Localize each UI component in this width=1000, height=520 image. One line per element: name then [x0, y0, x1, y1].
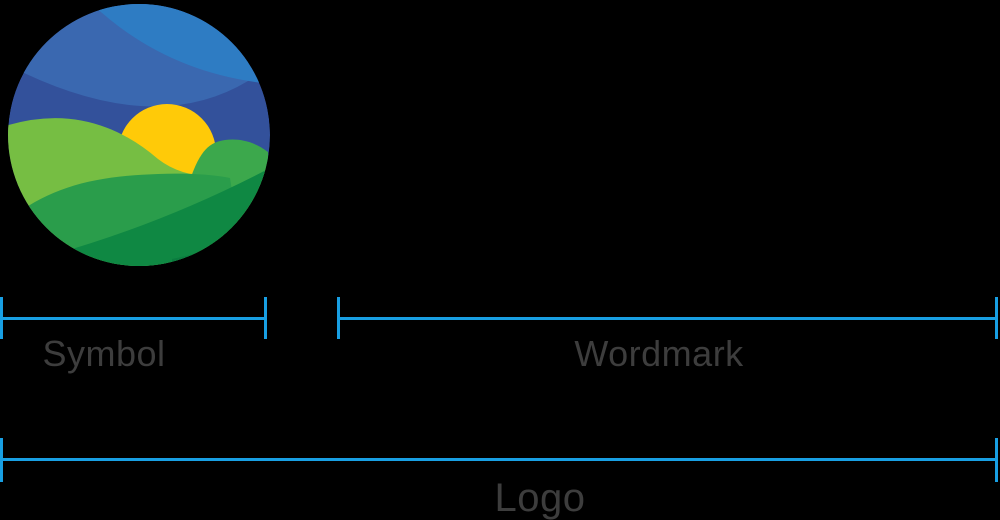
- symbol-bracket-tick-right: [264, 297, 267, 339]
- wordmark-bracket-tick-right: [995, 297, 998, 339]
- logo-bracket-tick-right: [995, 438, 998, 482]
- logo-label: Logo: [494, 476, 586, 520]
- landscape-symbol-icon: [8, 4, 270, 266]
- wordmark-bracket-line: [337, 317, 998, 320]
- symbol-label: Symbol: [42, 333, 166, 374]
- logo-bracket-line: [1, 458, 998, 461]
- landscape-icon-layers: [8, 4, 270, 266]
- wordmark-label: Wordmark: [574, 333, 744, 374]
- symbol-bracket-line: [1, 317, 267, 320]
